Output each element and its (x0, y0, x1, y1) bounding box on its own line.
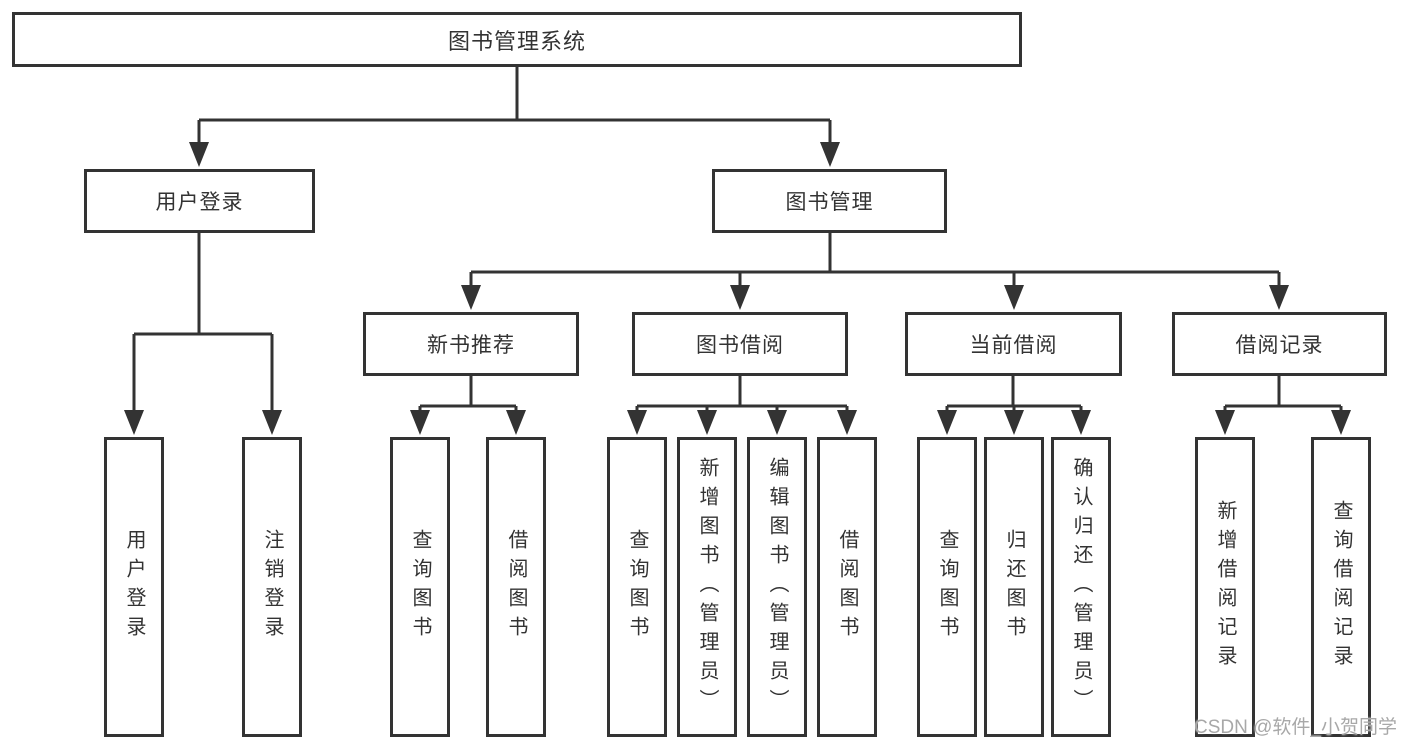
leaf-return-books: 归还图书 (984, 437, 1044, 737)
node-label: 新书推荐 (427, 334, 515, 357)
leaf-user-login: 用户登录 (104, 437, 164, 737)
leaf-label: 新增借阅记录 (1214, 500, 1236, 674)
node-borrowing-records: 借阅记录 (1172, 312, 1387, 376)
leaf-add-borrow-record: 新增借阅记录 (1195, 437, 1255, 737)
leaf-label: 查询借阅记录 (1330, 500, 1352, 674)
node-label: 借阅记录 (1235, 334, 1324, 357)
leaf-label: 借阅图书 (505, 529, 527, 645)
leaf-logout: 注销登录 (242, 437, 302, 737)
leaf-label: 查询图书 (626, 529, 648, 645)
leaf-label: 查询图书 (936, 529, 958, 645)
leaf-edit-books-admin: 编辑图书（管理员） (747, 437, 807, 737)
node-label: 用户登录 (155, 191, 244, 214)
leaf-label: 归还图书 (1003, 529, 1025, 645)
leaf-confirm-return-admin: 确认归还（管理员） (1051, 437, 1111, 737)
root-node-library-system: 图书管理系统 (12, 12, 1022, 67)
leaf-label: 用户登录 (123, 529, 145, 645)
leaf-query-books-current: 查询图书 (917, 437, 977, 737)
node-label: 图书管理系统 (447, 28, 586, 54)
node-user-login: 用户登录 (84, 169, 315, 233)
leaf-label: 查询图书 (409, 529, 431, 645)
leaf-borrow-books-recommend: 借阅图书 (486, 437, 546, 737)
leaf-borrow-books-borrowing: 借阅图书 (817, 437, 877, 737)
node-label: 图书管理 (785, 191, 874, 214)
watermark: CSDN @软件_小贺同学 (1194, 717, 1397, 738)
leaf-label: 借阅图书 (836, 529, 858, 645)
node-label: 当前借阅 (969, 334, 1058, 357)
leaf-query-books-recommend: 查询图书 (390, 437, 450, 737)
node-current-borrowing: 当前借阅 (905, 312, 1122, 376)
node-book-management: 图书管理 (712, 169, 947, 233)
leaf-query-borrow-record: 查询借阅记录 (1311, 437, 1371, 737)
leaf-label: 确认归还（管理员） (1070, 456, 1092, 718)
leaf-query-books-borrowing: 查询图书 (607, 437, 667, 737)
leaf-add-books-admin: 新增图书（管理员） (677, 437, 737, 737)
leaf-label: 新增图书（管理员） (696, 456, 718, 718)
node-new-book-recommend: 新书推荐 (363, 312, 579, 376)
leaf-label: 注销登录 (261, 529, 283, 645)
arrowhead-icons (124, 142, 1351, 435)
node-book-borrowing: 图书借阅 (632, 312, 848, 376)
leaf-label: 编辑图书（管理员） (766, 456, 788, 718)
node-label: 图书借阅 (696, 334, 784, 357)
